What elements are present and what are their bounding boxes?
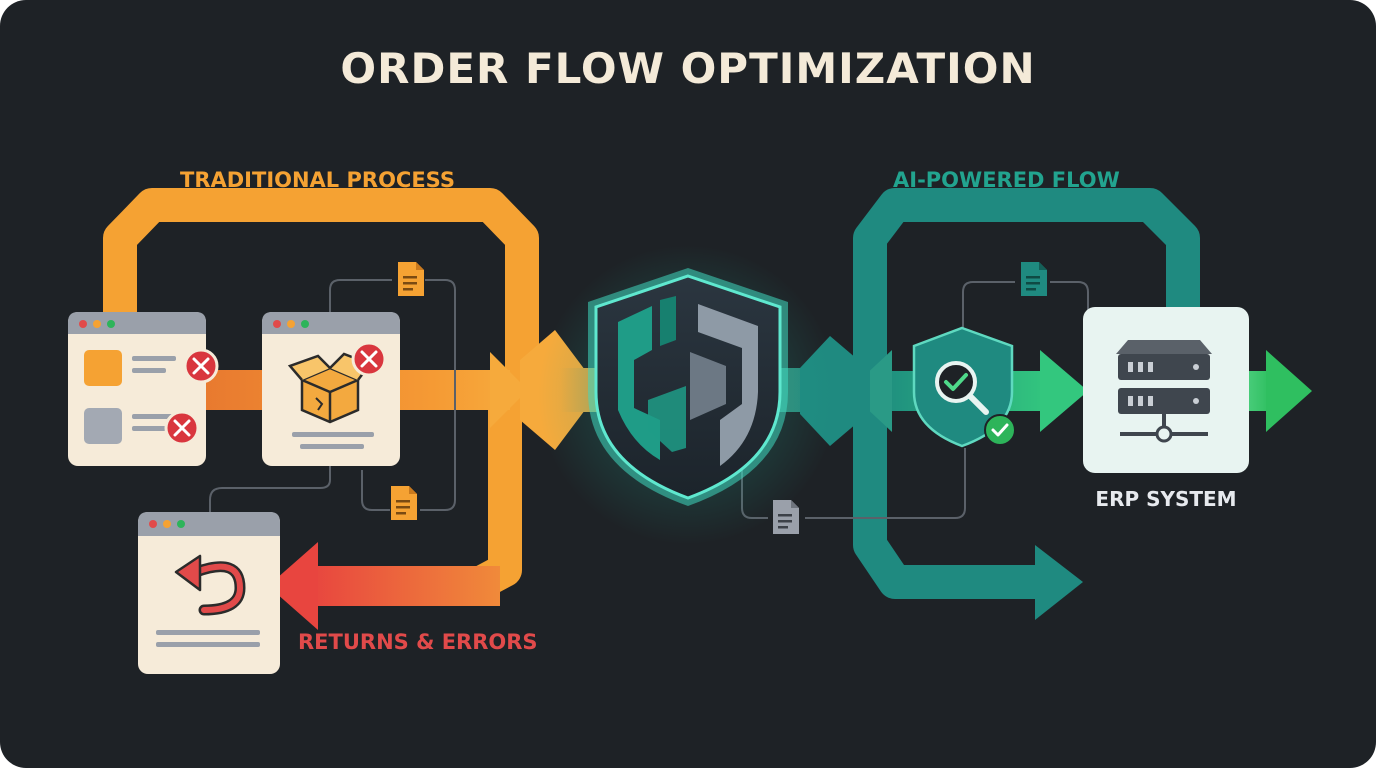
erp-system-label: ERP SYSTEM: [1095, 487, 1237, 511]
return-arrow-window-icon: [138, 512, 280, 674]
damaged-package-window-icon: [262, 312, 400, 466]
x-error-icon: [164, 410, 200, 446]
order-form-window-icon: [68, 312, 219, 466]
document-icon: [391, 486, 417, 520]
ai-powered-flow-label: AI-POWERED FLOW: [893, 168, 1120, 192]
traditional-process-label: TRADITIONAL PROCESS: [180, 168, 455, 192]
server-rack-icon: [1083, 307, 1249, 473]
shield-logo-icon: [538, 245, 838, 545]
x-error-icon: [351, 341, 387, 377]
document-icon: [773, 500, 799, 534]
page-title: ORDER FLOW OPTIMIZATION: [340, 44, 1036, 93]
document-icon: [398, 262, 424, 296]
shield-magnifier-check-icon: [912, 326, 1016, 448]
returns-arrow: [268, 542, 500, 630]
x-error-icon: [183, 348, 219, 384]
returns-errors-label: RETURNS & ERRORS: [298, 630, 538, 654]
connector-lines-left: [209, 279, 456, 512]
document-icon: [1021, 262, 1047, 296]
